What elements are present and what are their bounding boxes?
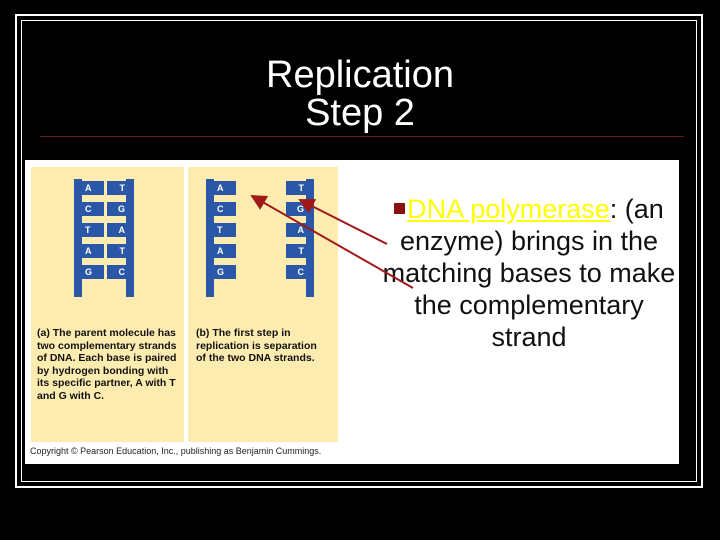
bullet-point: DNA polymerase: (an enzyme) brings in th… (380, 193, 678, 353)
inner-frame (21, 20, 697, 482)
dna-strand-right-a (126, 179, 134, 297)
panel-a-base-left: T (82, 223, 104, 237)
caption-b: (b) The first step in replication is sep… (196, 327, 321, 365)
caption-b-text: The first step in replication is separat… (196, 327, 317, 364)
panel-a-base-right: T (107, 181, 129, 195)
panel-b-base-right: T (286, 181, 308, 195)
panel-a-base-right: C (107, 265, 129, 279)
panel-b-base-right: C (286, 265, 308, 279)
dna-strand-right-b (306, 179, 314, 297)
panel-b-base-right: A (286, 223, 308, 237)
caption-a-label: (a) (37, 327, 50, 339)
dna-strand-left-b (206, 179, 214, 297)
panel-b-base-left: A (214, 244, 236, 258)
title-line-2: Step 2 (305, 92, 415, 134)
caption-b-label: (b) (196, 327, 210, 339)
panel-a-base-right: A (107, 223, 129, 237)
outer-frame (15, 14, 703, 488)
title-line-1: Replication (266, 54, 454, 96)
figure-divider (184, 167, 188, 442)
term-dna-polymerase[interactable]: DNA polymerase (407, 194, 610, 224)
panel-a-base-left: G (82, 265, 104, 279)
panel-a-base-left: C (82, 202, 104, 216)
slide-title: Replication Step 2 (0, 56, 720, 132)
panel-b-base-left: T (214, 223, 236, 237)
caption-a: (a) The parent molecule has two compleme… (37, 327, 177, 402)
square-bullet-icon (394, 203, 406, 214)
panel-a-base-left: A (82, 181, 104, 195)
bullet-colon: : (609, 194, 618, 224)
copyright-notice: Copyright © Pearson Education, Inc., pub… (30, 446, 322, 456)
bullet-description: (an enzyme) brings in the matching bases… (382, 194, 676, 352)
arrow-to-left-strand (250, 195, 414, 289)
caption-a-text: The parent molecule has two complementar… (37, 327, 177, 402)
panel-a-base-right: G (107, 202, 129, 216)
panel-a-base-right: T (107, 244, 129, 258)
panel-b-base-right: T (286, 244, 308, 258)
title-divider (40, 136, 684, 137)
panel-b-base-left: A (214, 181, 236, 195)
arrow-to-right-strand (298, 199, 388, 245)
panel-b-base-left: G (214, 265, 236, 279)
dna-strand-left-a (74, 179, 82, 297)
panel-a-base-left: A (82, 244, 104, 258)
panel-b-base-left: C (214, 202, 236, 216)
